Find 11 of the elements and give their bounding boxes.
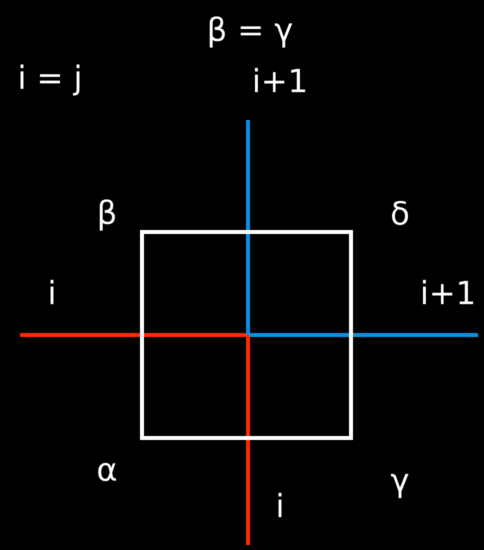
- math-label: i+1: [422, 280, 474, 304]
- math-label: i: [50, 280, 54, 304]
- square: [140, 230, 353, 440]
- math-label: i = j: [20, 64, 80, 96]
- math-label: α: [98, 462, 116, 482]
- math-label: i+1: [254, 68, 306, 92]
- math-label: γ: [391, 474, 408, 498]
- math-label: β = γ: [210, 16, 292, 48]
- math-label: δ: [392, 200, 408, 226]
- math-label: i: [278, 492, 282, 518]
- math-label: β: [100, 199, 115, 231]
